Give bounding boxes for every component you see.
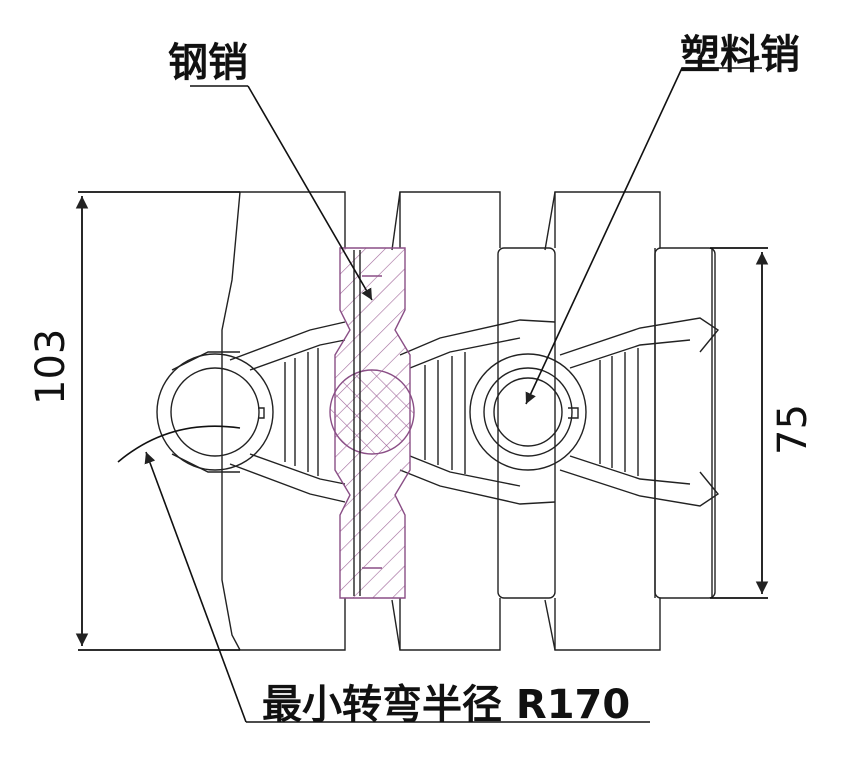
overall-height-dimension: 103 — [28, 328, 74, 405]
dimension-lines — [75, 191, 769, 651]
inner-height-dimension: 75 — [770, 404, 816, 455]
min-turn-radius-label: 最小转弯半径 R170 — [262, 682, 631, 728]
plastic-pin-label: 塑料销 — [680, 32, 800, 78]
steel-pin-label: 钢销 — [168, 40, 248, 86]
steel-pin-section — [329, 247, 415, 599]
leader-lines — [117, 67, 762, 723]
chain-links-outline — [156, 191, 720, 651]
